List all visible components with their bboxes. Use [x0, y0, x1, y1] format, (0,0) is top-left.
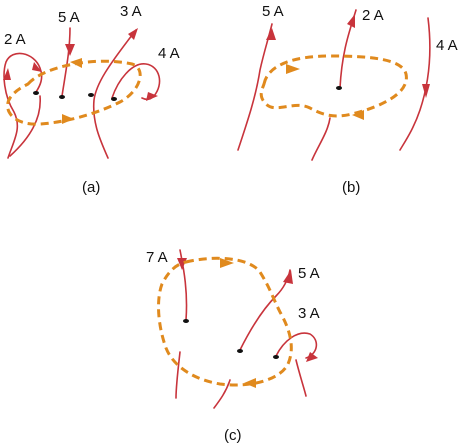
current-label-a-1: 5 A — [58, 9, 80, 26]
loop-arrow-a-top — [70, 58, 82, 68]
caption-a: (a) — [82, 179, 100, 196]
pierce-point-c3 — [273, 355, 279, 359]
current-label-a-2: 3 A — [120, 3, 142, 20]
wire-c-lower-left — [175, 351, 181, 399]
pierce-point-a3 — [88, 93, 94, 97]
arrow-a-2A — [3, 68, 11, 80]
pierce-point-a1 — [33, 91, 39, 95]
loop-arrow-c-bottom — [244, 378, 256, 388]
arrow-b-2A — [347, 14, 355, 28]
wire-b-5A — [237, 23, 273, 151]
wire-b-2A-lower — [311, 117, 331, 161]
panel-b: 5 A 2 A 4 A (b) — [237, 3, 458, 196]
wire-c-7A — [179, 249, 188, 321]
pierce-point-b1 — [336, 86, 342, 90]
arrow-a-4A — [146, 92, 158, 101]
wire-c-5A — [239, 269, 291, 351]
current-label-c-1: 5 A — [298, 265, 320, 282]
wire-a-2A — [3, 52, 43, 159]
pierce-point-c2 — [237, 349, 243, 353]
current-label-b-2: 4 A — [436, 37, 458, 54]
arrow-a-3A — [128, 28, 138, 40]
arrow-b-5A — [266, 28, 276, 40]
loop-arrow-a-bottom — [62, 114, 74, 124]
pierce-point-c1 — [183, 319, 189, 323]
current-label-a-3: 4 A — [158, 45, 180, 62]
current-label-a-0: 2 A — [4, 31, 26, 48]
amperian-loop-b — [259, 54, 408, 118]
amperian-loop-a — [6, 59, 142, 126]
loop-arrow-c-top — [220, 258, 234, 268]
wire-c-right-lower — [295, 359, 307, 397]
wire-a-lower-left — [9, 95, 41, 157]
loop-arrow-b-bottom — [352, 110, 364, 120]
wire-a-5A — [61, 27, 71, 97]
arrow-b-4A — [422, 84, 430, 98]
wire-a-3A — [92, 29, 137, 159]
caption-c: (c) — [224, 427, 242, 444]
current-label-c-0: 7 A — [146, 249, 168, 266]
current-label-b-1: 2 A — [362, 7, 384, 24]
amperian-loop-c — [157, 256, 293, 387]
wire-c-3A — [275, 332, 318, 359]
wire-b-4A — [399, 17, 431, 151]
panel-a: 2 A 5 A 3 A 4 A (a) — [3, 3, 180, 196]
arrow-a-2A-b — [32, 62, 42, 72]
arrow-c-3A — [306, 352, 318, 362]
panel-c: 7 A 5 A 3 A (c) — [146, 249, 320, 444]
loop-arrow-b-top — [286, 64, 300, 74]
arrow-c-5A — [283, 270, 293, 284]
pierce-point-a4 — [111, 97, 117, 101]
caption-b: (b) — [342, 179, 360, 196]
arrow-a-5A — [65, 44, 75, 56]
current-label-b-0: 5 A — [262, 3, 284, 20]
wire-c-lower-mid — [213, 379, 231, 409]
pierce-point-a2 — [59, 95, 65, 99]
current-label-c-2: 3 A — [298, 305, 320, 322]
